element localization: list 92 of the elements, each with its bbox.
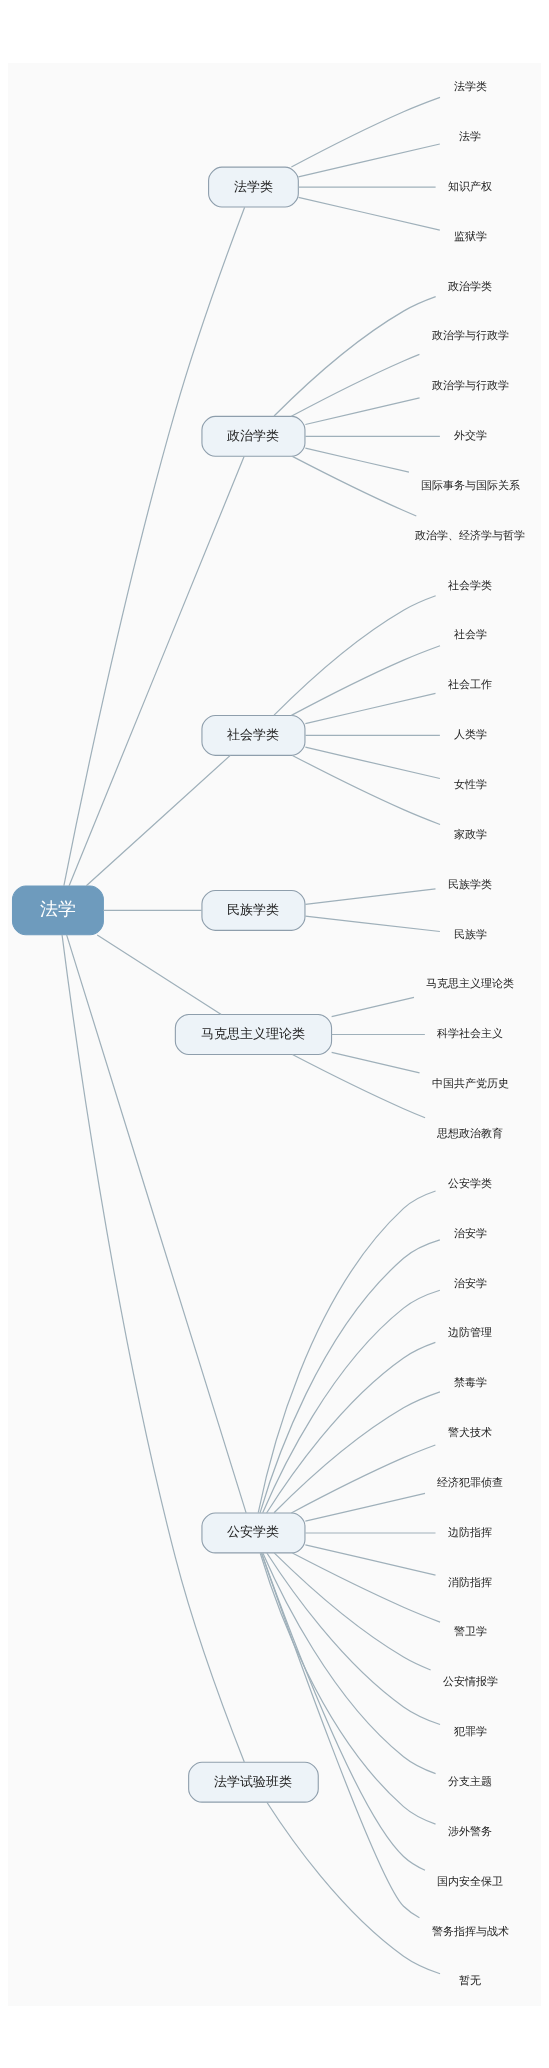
- node-text: 社会学类: [448, 578, 493, 592]
- node-box: 社会学类: [201, 714, 306, 756]
- node-box: 法学类: [208, 166, 299, 208]
- connector: [61, 933, 245, 1763]
- connector: [290, 353, 421, 417]
- connector: [291, 455, 417, 517]
- connector: [66, 933, 247, 1514]
- node-text: 警犬技术: [448, 1425, 493, 1439]
- connector: [63, 206, 246, 886]
- node-text: 思想政治教育: [437, 1126, 504, 1140]
- connector: [260, 1551, 421, 1918]
- node-text: 暂无: [459, 1973, 482, 1987]
- node-text: 犯罪学: [453, 1724, 487, 1738]
- node-text: 国内安全保卫: [437, 1874, 504, 1888]
- node-text: 中国共产党历史: [431, 1076, 509, 1090]
- connector: [259, 1238, 441, 1514]
- node-box: 民族学类: [201, 889, 306, 931]
- connector: [304, 1543, 437, 1576]
- connector: [331, 1051, 421, 1073]
- node-text: 社会学: [453, 627, 487, 641]
- node-text: 法学: [459, 129, 482, 143]
- connector: [290, 1443, 436, 1514]
- node-text: 科学社会主义: [437, 1026, 504, 1040]
- node-text: 政治学类: [448, 279, 493, 293]
- connector: [291, 754, 441, 825]
- connector: [304, 692, 437, 724]
- node-box: 法学试验班类: [188, 1761, 319, 1803]
- node-text: 人类学: [453, 727, 487, 741]
- connector: [273, 295, 437, 417]
- connector: [331, 996, 415, 1017]
- node-box: 马克思主义理论类: [174, 1013, 333, 1055]
- node-text: 边防指挥: [448, 1525, 493, 1539]
- connector: [85, 754, 231, 886]
- node-text: 法学类: [453, 79, 487, 93]
- connector: [290, 644, 441, 716]
- node-box: 公安学类: [201, 1512, 306, 1553]
- node-text: 分支主题: [448, 1774, 493, 1788]
- node-text: 国际事务与国际关系: [420, 478, 520, 492]
- connector: [262, 1289, 441, 1513]
- node-text: 监狱学: [453, 229, 487, 243]
- connector: [304, 1492, 426, 1522]
- node-text: 禁毒学: [453, 1375, 487, 1389]
- connector: [297, 142, 441, 177]
- connector: [102, 909, 203, 911]
- connector: [304, 1531, 437, 1534]
- connector: [304, 435, 441, 437]
- connector: [273, 1390, 441, 1513]
- node-text: 知识产权: [448, 179, 493, 193]
- connector: [291, 1551, 441, 1623]
- connector: [257, 1189, 437, 1513]
- connector: [304, 746, 441, 779]
- connector: [297, 185, 437, 188]
- node-text: 女性学: [453, 777, 487, 791]
- connector: [96, 933, 222, 1015]
- node-box: 政治学类: [201, 415, 306, 457]
- node-text: 政治学、经济学与哲学: [415, 528, 526, 542]
- node-text: 消防指挥: [448, 1575, 493, 1589]
- connector: [273, 1551, 432, 1671]
- node-text: 民族学类: [448, 877, 493, 891]
- connector: [273, 594, 437, 716]
- node-text: 马克思主义理论类: [426, 976, 515, 990]
- connector: [304, 734, 441, 736]
- node-text: 社会工作: [448, 677, 493, 691]
- connector: [266, 1801, 441, 1974]
- connector: [259, 1552, 437, 1825]
- node-text: 公安学类: [448, 1176, 493, 1190]
- connector: [266, 1551, 441, 1725]
- node-text: 外交学: [453, 428, 487, 442]
- connector: [331, 1033, 426, 1035]
- node-text: 经济犯罪侦查: [437, 1475, 504, 1489]
- connector: [304, 396, 421, 425]
- node-text: 公安情报学: [442, 1674, 498, 1688]
- connector: [68, 455, 245, 887]
- node-text: 政治学与行政学: [431, 378, 509, 392]
- connector: [304, 447, 410, 473]
- node-text: 警务指挥与战术: [431, 1924, 509, 1938]
- node-text: 治安学: [453, 1276, 487, 1290]
- node-text: 政治学与行政学: [431, 328, 509, 342]
- node-box: 法学: [11, 885, 104, 935]
- connector: [304, 915, 441, 932]
- node-text: 涉外警务: [448, 1824, 493, 1838]
- connector: [297, 196, 441, 231]
- node-text: 治安学: [453, 1226, 487, 1240]
- node-text: 边防管理: [448, 1325, 493, 1339]
- connector: [290, 96, 441, 168]
- connector: [291, 1053, 426, 1118]
- connector: [262, 1551, 437, 1774]
- node-text: 家政学: [453, 827, 487, 841]
- node-text: 警卫学: [453, 1624, 487, 1638]
- connector: [266, 1341, 436, 1514]
- connector: [304, 887, 437, 905]
- node-text: 民族学: [453, 927, 487, 941]
